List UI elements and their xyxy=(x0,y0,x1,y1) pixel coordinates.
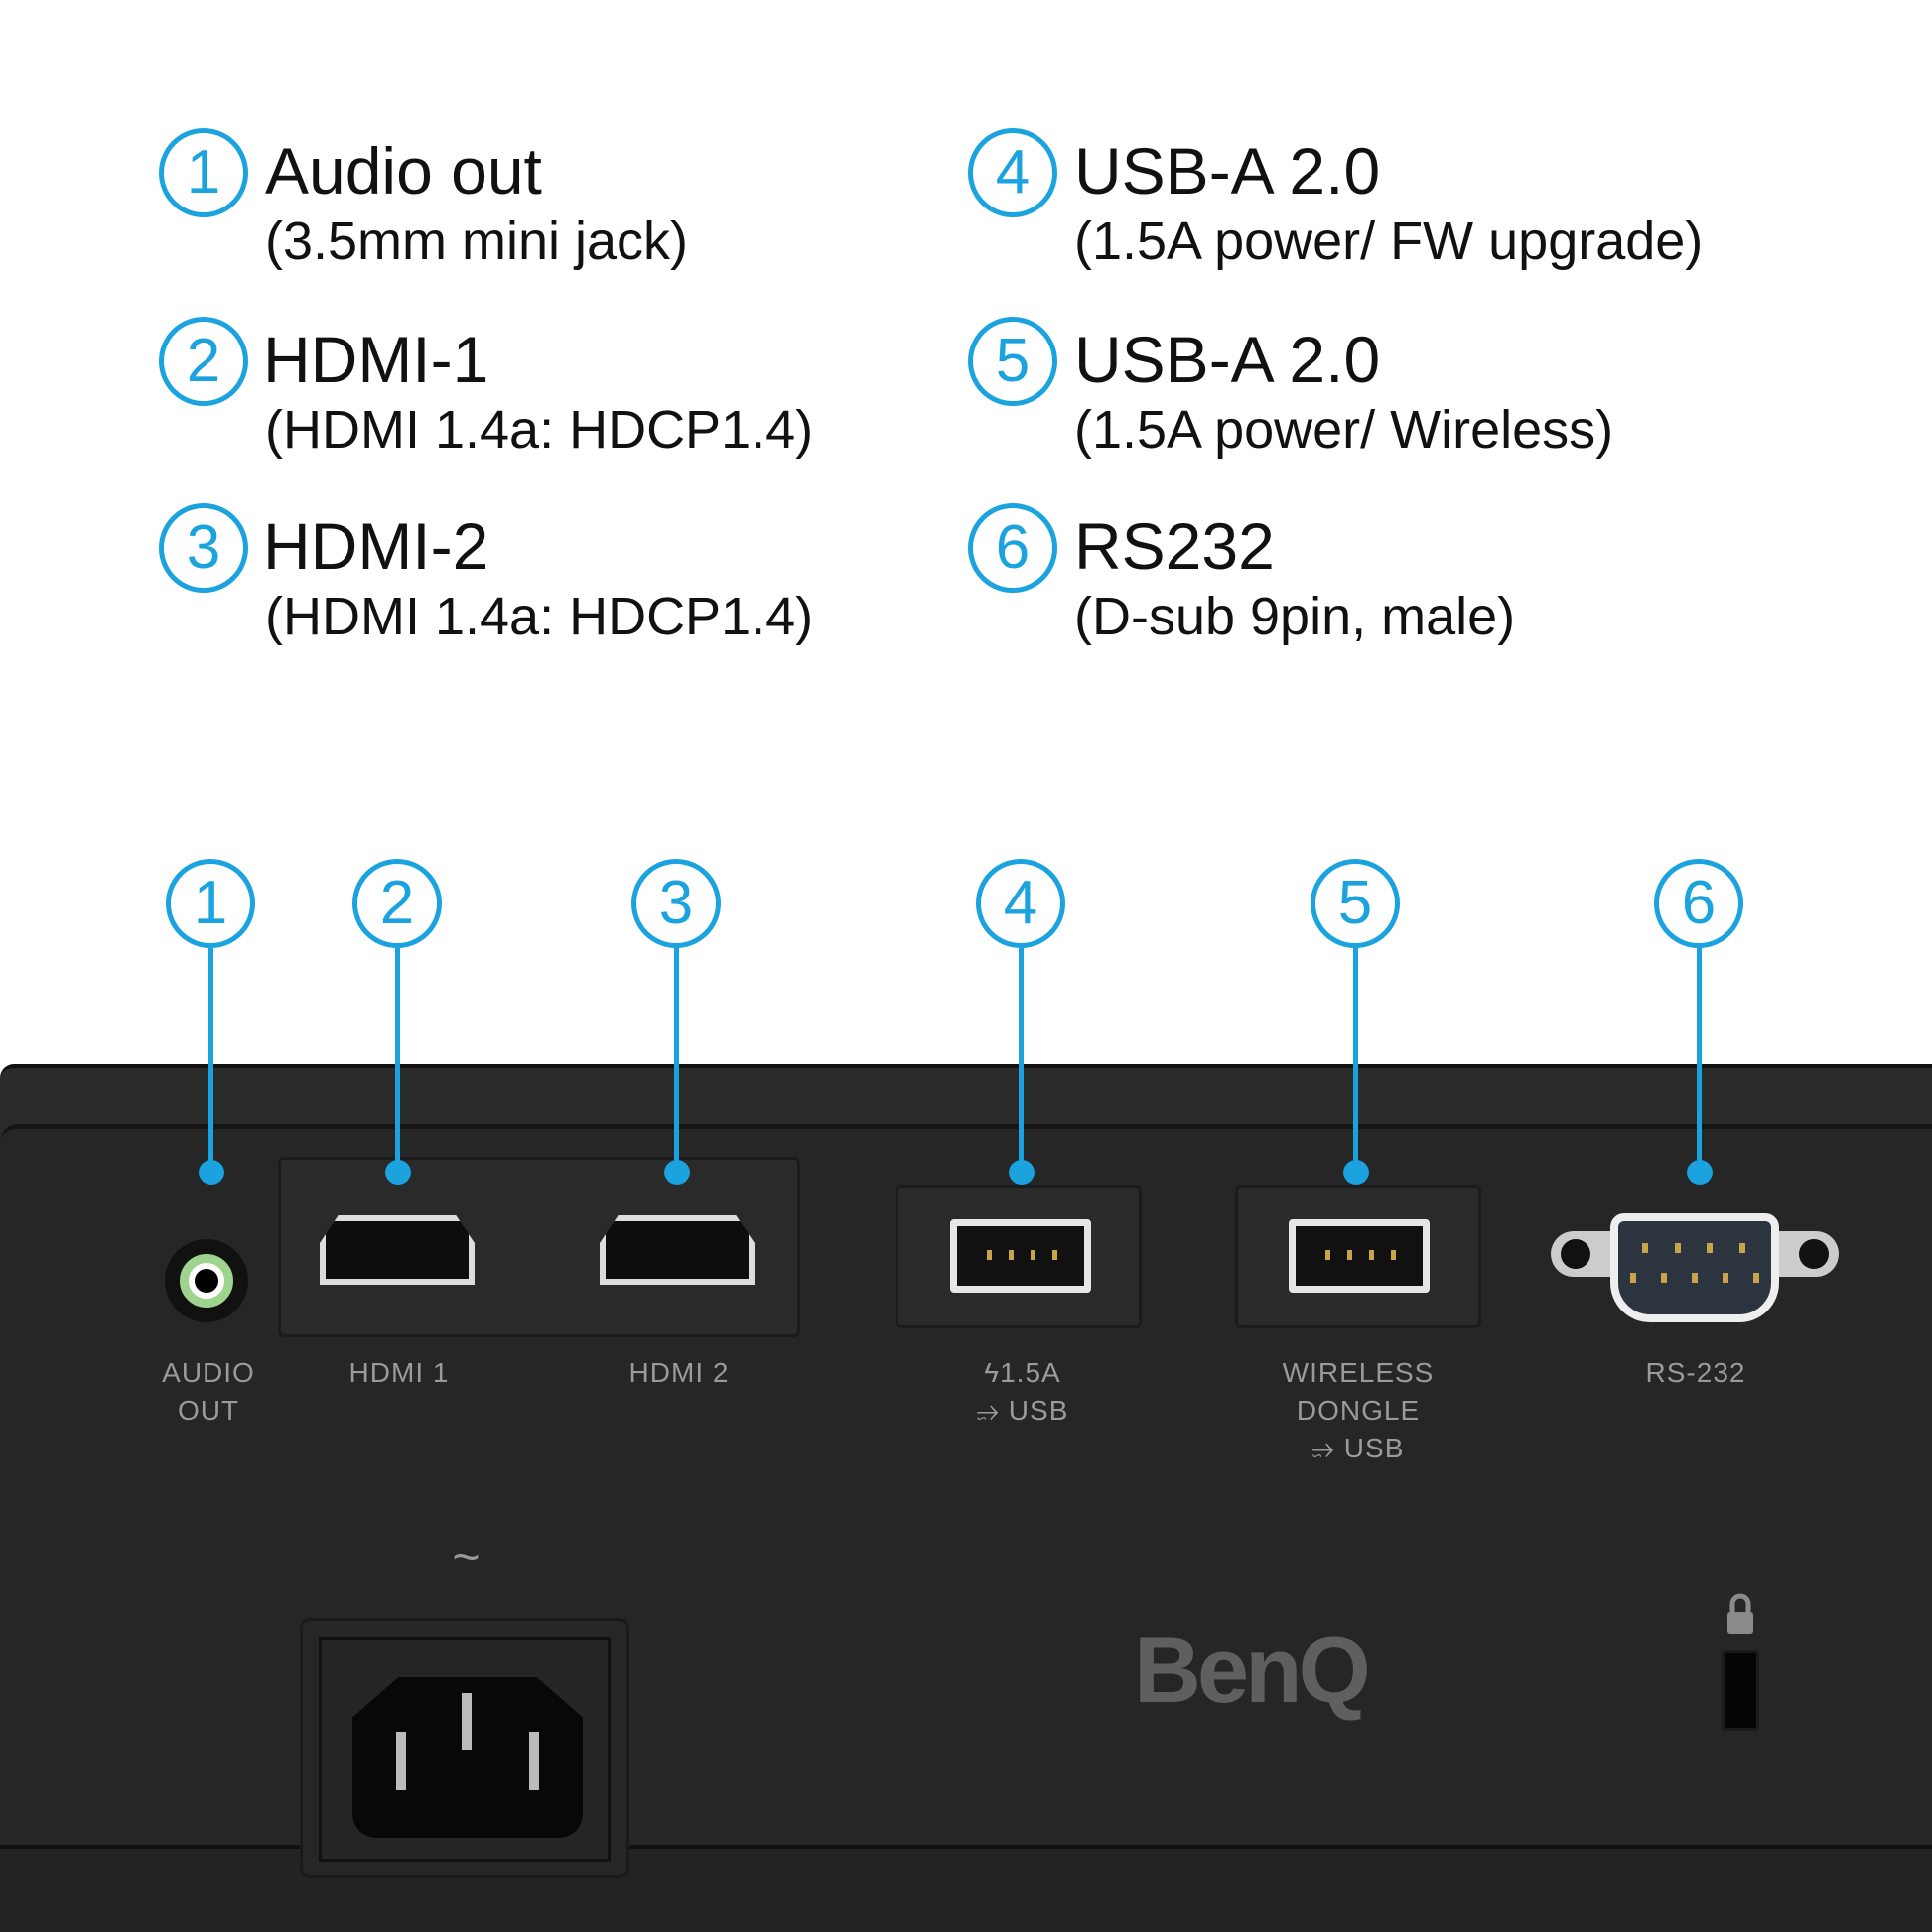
number-badge: 3 xyxy=(159,503,248,593)
label-line: DONGLE xyxy=(1296,1395,1421,1426)
callout-line xyxy=(1019,948,1024,1172)
number-badge: 1 xyxy=(159,128,248,217)
label-line: WIRELESS xyxy=(1282,1357,1435,1388)
audio-out-label: AUDIO OUT xyxy=(162,1354,255,1430)
usb1-port xyxy=(950,1219,1091,1293)
callout-dot xyxy=(1343,1160,1369,1185)
callout-dot xyxy=(199,1160,224,1185)
legend-title: RS232 xyxy=(1074,509,1275,583)
lock-icon xyxy=(1727,1593,1753,1634)
rs232-port xyxy=(1610,1213,1779,1322)
rs232-label: RS-232 xyxy=(1645,1357,1746,1388)
callout-badge: 5 xyxy=(1311,859,1400,948)
bottom-strip xyxy=(0,1849,1932,1932)
callout-line xyxy=(674,948,679,1172)
kensington-lock-slot xyxy=(1722,1650,1759,1731)
callout-badge: 6 xyxy=(1654,859,1743,948)
ac-symbol: ~ xyxy=(452,1531,482,1584)
legend-subtitle: (1.5A power/ Wireless) xyxy=(1074,400,1614,460)
label-line: ⭌ USB xyxy=(976,1395,1069,1426)
legend-subtitle: (D-sub 9pin, male) xyxy=(1074,587,1516,646)
label-line: OUT xyxy=(177,1395,240,1426)
legend-subtitle: (1.5A power/ FW upgrade) xyxy=(1074,211,1704,271)
label-line: ϟ1.5A xyxy=(984,1357,1061,1388)
legend-title: USB-A 2.0 xyxy=(1074,323,1381,396)
legend-subtitle: (HDMI 1.4a: HDCP1.4) xyxy=(265,587,814,646)
callout-badge: 1 xyxy=(166,859,255,948)
callout-dot xyxy=(1687,1160,1713,1185)
callout-dot xyxy=(1009,1160,1035,1185)
label-line: ⭌ USB xyxy=(1311,1433,1405,1463)
number-badge: 4 xyxy=(968,128,1057,217)
number-badge: 5 xyxy=(968,317,1057,406)
legend-subtitle: (HDMI 1.4a: HDCP1.4) xyxy=(265,400,814,460)
callout-dot xyxy=(664,1160,690,1185)
legend-title: USB-A 2.0 xyxy=(1074,134,1381,207)
legend-title: Audio out xyxy=(265,134,542,207)
callout-line xyxy=(1353,948,1358,1172)
power-inlet xyxy=(352,1677,583,1838)
label-line: AUDIO xyxy=(162,1357,255,1388)
legend-title: HDMI-2 xyxy=(263,509,489,583)
hdmi2-label: HDMI 2 xyxy=(628,1357,730,1388)
callout-badge: 3 xyxy=(631,859,721,948)
callout-dot xyxy=(385,1160,411,1185)
audio-out-port xyxy=(165,1239,248,1322)
number-badge: 6 xyxy=(968,503,1057,593)
power-inlet-frame xyxy=(300,1618,629,1878)
benq-logo: BenQ xyxy=(1134,1617,1371,1722)
number-badge: 2 xyxy=(159,317,248,406)
callout-line xyxy=(1697,948,1702,1172)
hdmi2-port xyxy=(600,1215,755,1285)
callout-badge: 4 xyxy=(976,859,1065,948)
hdmi1-label: HDMI 1 xyxy=(348,1357,450,1388)
usb2-port xyxy=(1289,1219,1430,1293)
callout-line xyxy=(208,948,213,1172)
callout-line xyxy=(395,948,400,1172)
legend-title: HDMI-1 xyxy=(263,323,489,396)
hdmi1-port xyxy=(320,1215,475,1285)
callout-badge: 2 xyxy=(352,859,442,948)
legend-subtitle: (3.5mm mini jack) xyxy=(265,211,689,271)
usb1-label: ϟ1.5A ⭌ USB xyxy=(977,1354,1069,1430)
usb2-label: WIRELESS DONGLE ⭌ USB xyxy=(1283,1354,1435,1467)
